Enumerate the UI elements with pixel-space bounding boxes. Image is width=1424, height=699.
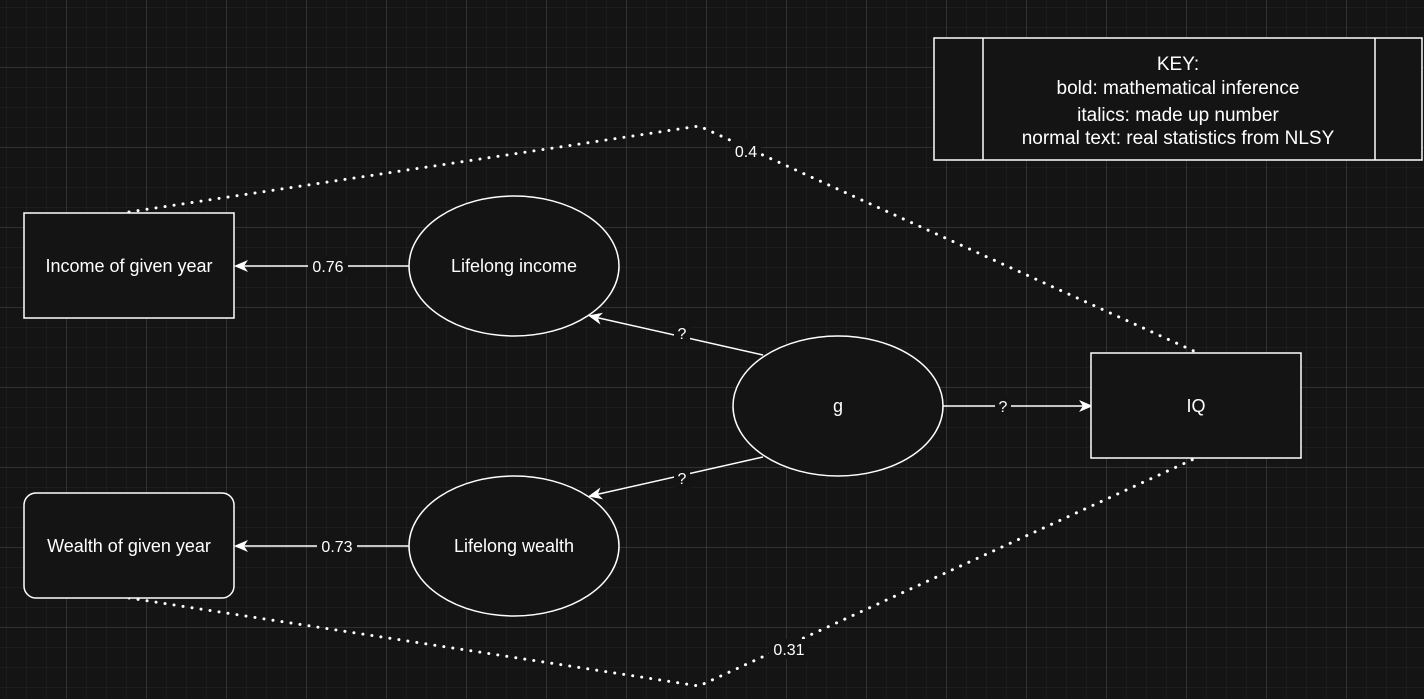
svg-text:0.31: 0.31 bbox=[773, 642, 804, 659]
edge-label-073: 0.73 bbox=[317, 536, 357, 556]
node-income-of-given-year[interactable]: Income of given year bbox=[23, 212, 235, 319]
edge-label-g-wealth: ? bbox=[674, 468, 690, 488]
svg-text:0.4: 0.4 bbox=[735, 144, 757, 161]
node-wealth-of-given-year[interactable]: Wealth of given year bbox=[23, 492, 235, 599]
edge-label-g-iq: ? bbox=[995, 396, 1011, 416]
svg-text:Lifelong wealth: Lifelong wealth bbox=[454, 536, 574, 556]
svg-text:?: ? bbox=[678, 326, 687, 343]
svg-text:?: ? bbox=[999, 399, 1008, 416]
key-title: KEY: bbox=[1157, 54, 1199, 75]
svg-text:0.76: 0.76 bbox=[312, 259, 343, 276]
key-line-italics: italics: made up number bbox=[1077, 105, 1279, 126]
edge-label-04: 0.4 bbox=[731, 141, 761, 161]
dotted-edge-income-iq[interactable] bbox=[127, 124, 1198, 354]
svg-text:?: ? bbox=[678, 471, 687, 488]
edge-label-076: 0.76 bbox=[308, 256, 348, 276]
key-line-normal: normal text: real statistics from NLSY bbox=[1022, 128, 1335, 149]
edge-label-031: 0.31 bbox=[769, 639, 809, 659]
svg-text:Lifelong income: Lifelong income bbox=[451, 256, 577, 276]
svg-text:g: g bbox=[833, 396, 843, 416]
svg-text:Income of given year: Income of given year bbox=[45, 256, 212, 276]
svg-text:0.73: 0.73 bbox=[321, 539, 352, 556]
svg-text:Wealth of given year: Wealth of given year bbox=[47, 536, 211, 556]
node-g[interactable]: g bbox=[732, 335, 944, 477]
edge-label-g-income: ? bbox=[674, 323, 690, 343]
key-box[interactable]: KEY: bold: mathematical inference italic… bbox=[933, 37, 1423, 161]
node-lifelong-income[interactable]: Lifelong income bbox=[408, 195, 620, 337]
svg-text:IQ: IQ bbox=[1186, 396, 1205, 416]
node-iq[interactable]: IQ bbox=[1090, 352, 1302, 459]
node-lifelong-wealth[interactable]: Lifelong wealth bbox=[408, 475, 620, 617]
key-line-bold: bold: mathematical inference bbox=[1057, 78, 1300, 99]
dotted-edge-wealth-iq[interactable] bbox=[127, 456, 1198, 688]
